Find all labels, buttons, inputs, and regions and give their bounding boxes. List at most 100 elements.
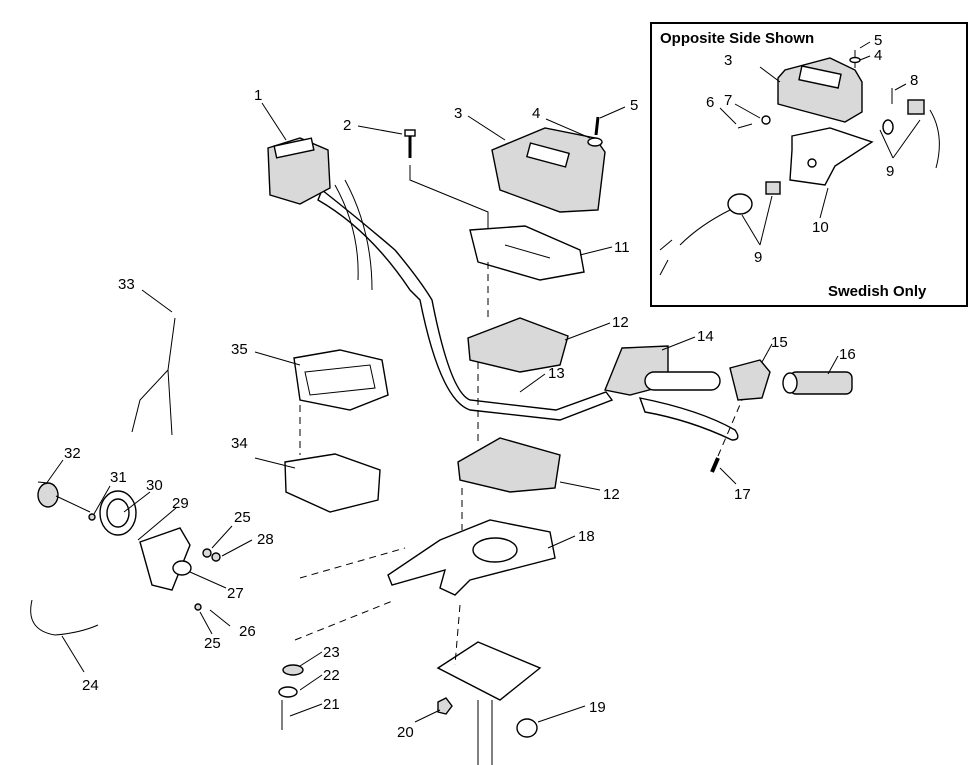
leader-14	[661, 336, 696, 351]
callout-35: 35	[231, 341, 248, 358]
inset-panel: Opposite Side Shown Swedish Only	[650, 22, 968, 307]
leader-20	[414, 709, 441, 723]
callout-25-lower: 25	[204, 635, 221, 652]
leader-19	[537, 705, 586, 723]
clamp-12-upper	[467, 317, 569, 373]
callout-32: 32	[64, 445, 81, 462]
leader-1	[261, 102, 287, 141]
leader-27	[189, 571, 227, 589]
callout-21: 21	[323, 696, 340, 713]
leader-23	[299, 651, 323, 667]
handlebar	[317, 188, 614, 421]
plate-slot	[504, 244, 551, 259]
grip-end	[782, 372, 798, 394]
screw-head	[404, 129, 416, 137]
inset-callout-5: 5	[874, 32, 882, 49]
callout-13: 13	[548, 365, 565, 382]
leader-25b	[199, 611, 213, 635]
inset-bracket	[789, 127, 874, 186]
speedometer-35	[293, 349, 389, 411]
callout-23: 23	[323, 644, 340, 661]
cover-window	[526, 142, 570, 168]
callout-5: 5	[630, 97, 638, 114]
inset-wire	[929, 109, 940, 169]
callout-4: 4	[532, 105, 540, 122]
screw-17	[710, 457, 720, 473]
leader-24	[61, 635, 85, 673]
callout-12-lower: 12	[603, 486, 620, 503]
leader-12a	[564, 322, 611, 341]
leader	[734, 103, 761, 119]
inset-screw-6	[737, 123, 753, 129]
leader-33	[141, 289, 173, 313]
callout-24: 24	[82, 677, 99, 694]
washer-23	[282, 664, 304, 676]
callout-11: 11	[614, 239, 630, 256]
callout-18: 18	[578, 528, 595, 545]
leader	[819, 187, 829, 219]
clamp-19	[516, 718, 538, 738]
leader-3	[467, 115, 506, 141]
leader-13	[519, 373, 546, 393]
inset-callout-8: 8	[910, 72, 918, 89]
cable-24	[30, 599, 99, 636]
callout-12-upper: 12	[612, 314, 629, 331]
inset-callout-4: 4	[874, 47, 882, 64]
mount-plate-27	[139, 527, 191, 591]
callout-28: 28	[257, 531, 274, 548]
base-plate	[436, 641, 542, 701]
callout-34: 34	[231, 435, 248, 452]
nut-25-top	[202, 548, 212, 558]
dash-18	[294, 547, 406, 641]
throttle-housing-15	[729, 359, 771, 401]
switch-housing-1	[267, 137, 373, 291]
cover-3	[491, 127, 606, 213]
inset-ring	[882, 119, 894, 135]
switch-button	[273, 137, 315, 159]
nut-25-bottom	[194, 603, 202, 611]
nut-28	[211, 552, 221, 562]
leader	[879, 129, 894, 159]
inset-callout-6: 6	[706, 94, 714, 111]
washer-4	[587, 137, 603, 147]
callout-17: 17	[734, 486, 751, 503]
callout-3: 3	[454, 105, 462, 122]
leader-lines	[45, 102, 839, 723]
leader-18	[547, 535, 576, 549]
callout-2: 2	[343, 117, 351, 134]
callout-1: 1	[254, 87, 262, 104]
washer-22	[278, 686, 298, 698]
clamp-12-lower	[457, 437, 561, 493]
assembly-dash-center	[461, 262, 489, 530]
top-plate-11	[469, 225, 585, 281]
handlebar-tube	[317, 188, 614, 421]
master-cylinder-14	[604, 345, 739, 441]
inset-washer-7	[761, 115, 771, 125]
leader-35	[254, 351, 301, 366]
callout-15: 15	[771, 334, 788, 351]
leader	[859, 41, 871, 49]
inset-cover-window	[798, 65, 842, 89]
throttle-sleeve	[644, 371, 721, 391]
screw-5	[594, 116, 600, 136]
inset-cap	[727, 193, 753, 215]
leader-21	[289, 703, 323, 717]
line-32	[55, 495, 91, 513]
callout-16: 16	[839, 346, 856, 363]
dash-post	[454, 604, 461, 666]
leader-32	[45, 459, 64, 485]
inset-callout-3: 3	[724, 52, 732, 69]
leader-29	[137, 507, 177, 541]
brake-lever	[638, 397, 739, 441]
cover-body	[491, 127, 606, 213]
inset-washer-4	[849, 56, 861, 64]
leader-31	[93, 485, 111, 515]
leader-26	[209, 609, 231, 627]
dash-17	[717, 399, 743, 457]
inset-callout-10: 10	[812, 219, 829, 236]
bracket-hole	[472, 537, 518, 563]
wire-harness-33	[131, 317, 176, 436]
screw-2	[404, 129, 489, 240]
callout-25-upper: 25	[234, 509, 251, 526]
